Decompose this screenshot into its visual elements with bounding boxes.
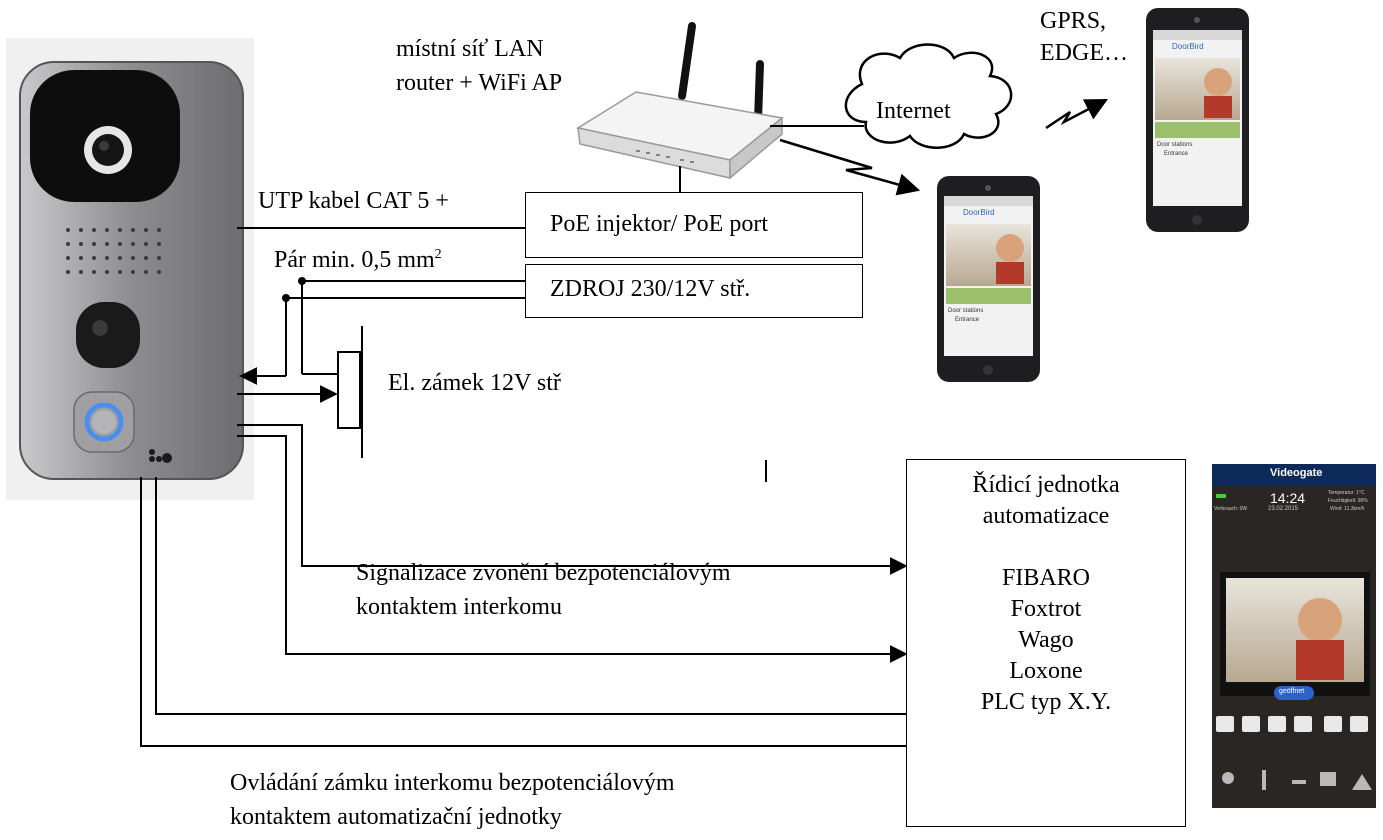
automation-controller-box: Řídicí jednotka automatizace FIBARO Foxt… [906, 459, 1186, 827]
pair-cable-superscript: 2 [434, 247, 442, 262]
signal-wiring [140, 424, 932, 747]
tablet-temperature: Temperatur: 1°C [1328, 490, 1365, 496]
controller-title-line2: automatizace [982, 503, 1110, 529]
router-icon [576, 22, 784, 180]
utp-cable-label: UTP kabel CAT 5 + [258, 188, 449, 214]
poe-injector-box: PoE injektor/ PoE port [525, 192, 863, 258]
phone1-station-header: Door stations [1157, 142, 1193, 148]
gprs-label-line1: GPRS, [1040, 8, 1107, 34]
tablet-door-button[interactable]: geöffnet [1279, 688, 1305, 695]
internet-label: Internet [876, 98, 951, 124]
wireless-link-wifi [779, 138, 921, 196]
power-wiring [237, 280, 525, 403]
network-lines [237, 125, 864, 229]
phone2-station: Entrance [955, 317, 980, 323]
tablet-consumption: Verbrauch: 0W [1214, 506, 1248, 512]
pair-cable-label: Pár min. 0,5 mm2 [274, 242, 442, 273]
tablet-humidity: Feuchtigkeit: 96% [1328, 498, 1368, 504]
intercom-device [6, 38, 254, 500]
controller-item: Foxtrot [1010, 596, 1082, 622]
gprs-label-line2: EDGE… [1040, 40, 1128, 66]
wireless-link-gprs [1045, 98, 1108, 130]
controller-item: Loxone [1009, 658, 1083, 684]
motion-sensor-icon [76, 302, 140, 368]
controller-title-line1: Řídicí jednotka [972, 472, 1120, 498]
ring-signal-label-line2: kontaktem interkomu [356, 594, 562, 620]
controller-item: FIBARO [1001, 565, 1091, 591]
smartphone-gprs [1146, 8, 1249, 232]
tablet-wind: Wind: 11.3km/h [1330, 506, 1365, 512]
lan-label-line2: router + WiFi AP [396, 70, 563, 96]
internet-cloud-icon [844, 43, 1013, 149]
tablet-time: 14:24 [1270, 490, 1306, 506]
lan-label-line1: místní síť LAN [396, 36, 544, 62]
power-supply-box: ZDROJ 230/12V stř. [525, 264, 863, 318]
lock-control-label-line1: Ovládání zámku interkomu bezpotenciálový… [230, 770, 675, 796]
speaker-grille-icon [66, 228, 161, 274]
ring-signal-label-line1: Signalizace zvonění bezpotenciálovým [356, 560, 731, 586]
phone1-brand: DoorBird [1172, 42, 1204, 51]
tablet-title: Videogate [1270, 467, 1323, 479]
electric-lock-icon [337, 326, 363, 458]
phone1-station: Entrance [1164, 151, 1189, 157]
tablet-app [1212, 464, 1376, 808]
tablet-date: 23.02.2015 [1268, 506, 1299, 512]
controller-item: PLC typ X.Y. [980, 689, 1112, 715]
power-supply-label: ZDROJ 230/12V stř. [550, 276, 751, 302]
phone2-brand: DoorBird [963, 208, 995, 217]
lock-label: El. zámek 12V stř [388, 370, 561, 396]
phone2-station-header: Door stations [948, 308, 984, 314]
poe-injector-label: PoE injektor/ PoE port [550, 211, 768, 237]
controller-item: Wago [1018, 627, 1074, 653]
smartphone-wifi [937, 176, 1040, 382]
lock-control-label-line2: kontaktem automatizační jednotky [230, 804, 562, 830]
pair-cable-text: Pár min. 0,5 mm [274, 247, 435, 273]
